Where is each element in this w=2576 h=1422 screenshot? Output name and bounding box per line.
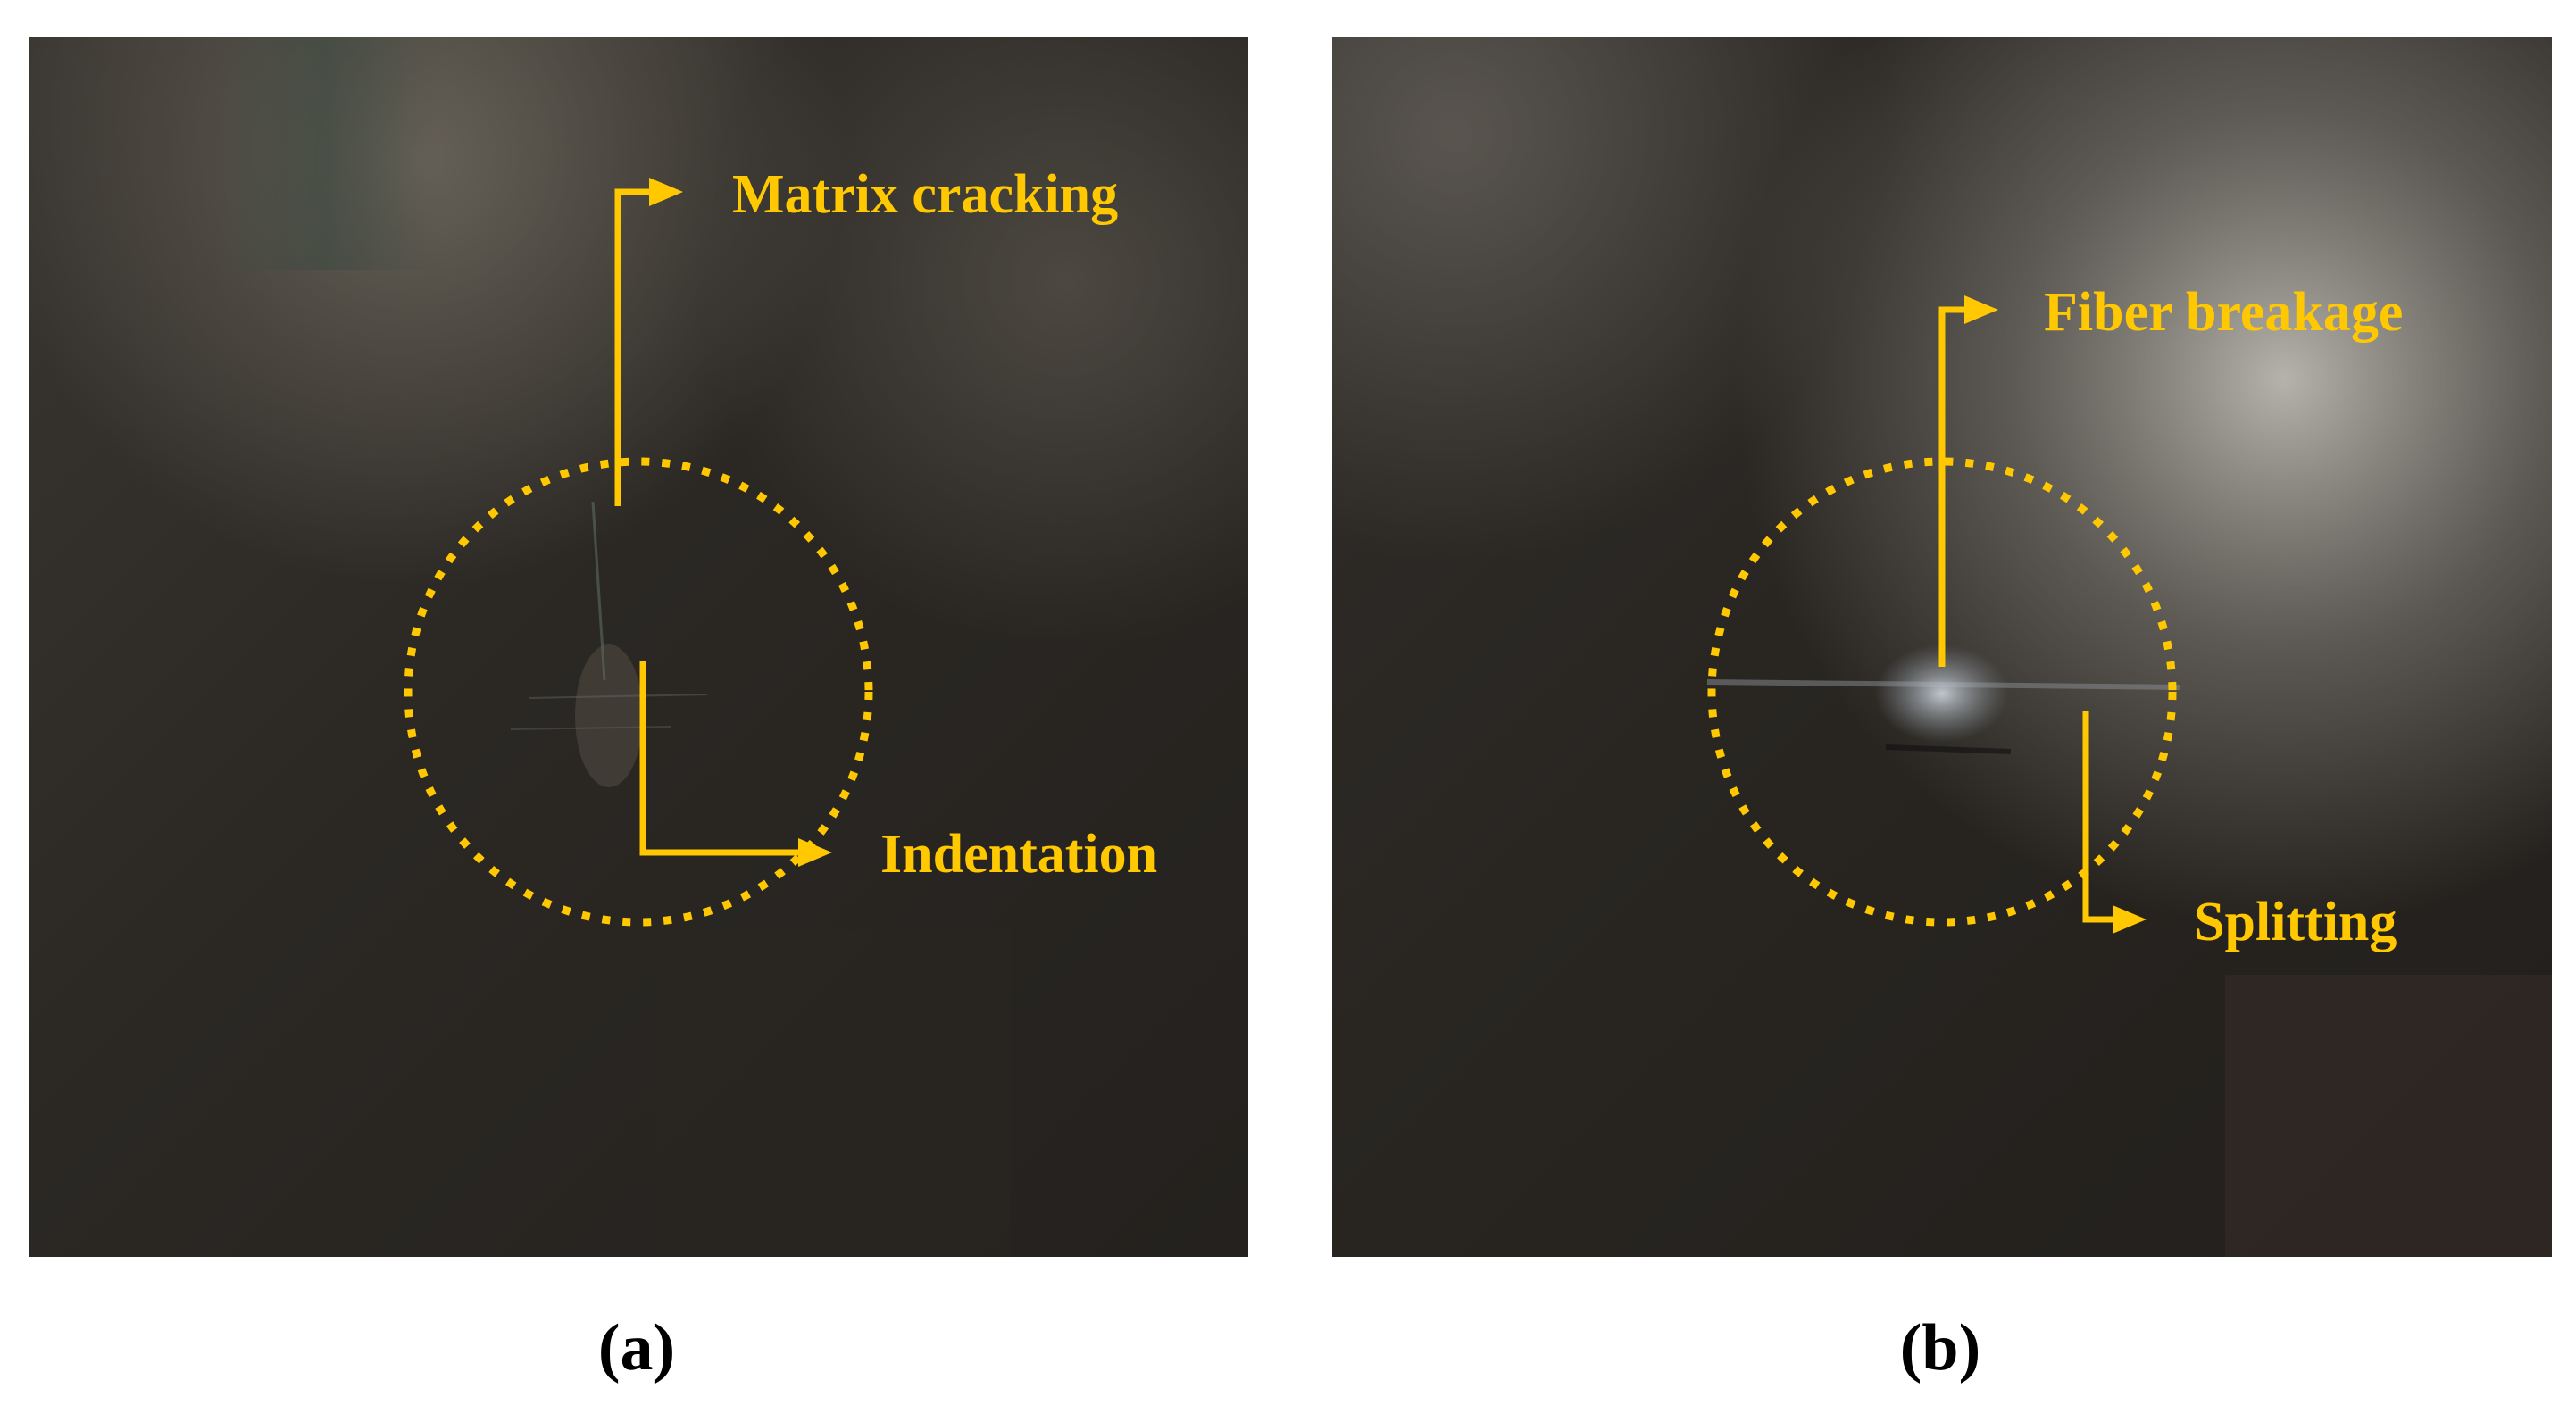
damage-circle-b [1707,457,2177,927]
damage-circle-a [404,457,873,927]
photo-panel-a: Matrix cracking Indentation [29,37,1248,1257]
caption-b: (b) [1899,1311,1981,1385]
arrowhead-splitting-icon [2113,905,2147,934]
photo-b-image: Fiber breakage Splitting [1332,37,2552,1257]
label-matrix-cracking: Matrix cracking [732,164,1118,225]
arrowhead-indentation-icon [798,838,832,867]
arrow-matrix-cracking [614,188,654,506]
arrow-fiber-breakage [1938,306,1969,667]
arrow-splitting [2082,711,2118,923]
photo-a-image: Matrix cracking Indentation [29,37,1248,1257]
label-fiber-breakage: Fiber breakage [2044,282,2403,343]
arrowhead-matrix-cracking-icon [649,178,683,206]
caption-a: (a) [597,1311,676,1385]
label-splitting: Splitting [2194,892,2397,952]
arrow-indentation [639,661,805,856]
label-indentation: Indentation [880,824,1157,885]
arrowhead-fiber-breakage-icon [1964,295,1998,324]
photo-panel-b: Fiber breakage Splitting [1332,37,2552,1257]
